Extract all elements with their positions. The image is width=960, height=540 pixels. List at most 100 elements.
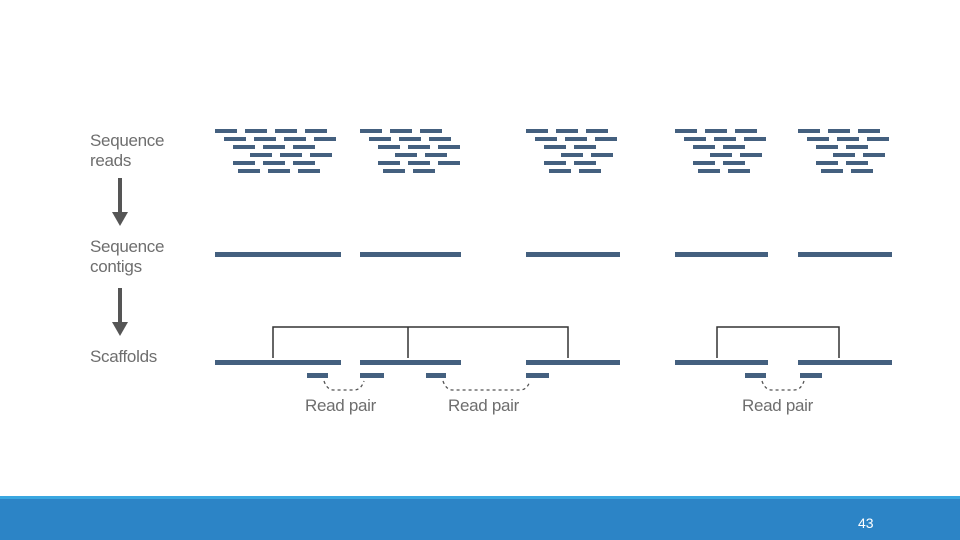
sequence-read <box>828 129 850 133</box>
label-scaffolds: Scaffolds <box>90 347 157 366</box>
sequence-read <box>408 145 430 149</box>
sequence-contig <box>215 252 341 257</box>
sequence-read <box>293 145 315 149</box>
sequence-read <box>408 161 430 165</box>
read-pair-label-3: Read pair <box>742 396 814 415</box>
sequence-read <box>821 169 843 173</box>
sequence-read <box>693 161 715 165</box>
sequence-read <box>740 153 762 157</box>
sequence-read <box>413 169 435 173</box>
sequence-read <box>591 153 613 157</box>
sequence-read <box>438 161 460 165</box>
sequence-read <box>544 161 566 165</box>
sequence-read <box>846 145 868 149</box>
sequence-read <box>858 129 880 133</box>
read-pair-label-2: Read pair <box>448 396 520 415</box>
sequence-read <box>867 137 889 141</box>
read-pair-mate <box>745 373 766 378</box>
read-pair-link <box>761 380 805 391</box>
sequence-read <box>684 137 706 141</box>
sequence-read <box>705 129 727 133</box>
sequence-read <box>851 169 873 173</box>
sequence-read <box>383 169 405 173</box>
read-pair-mate <box>360 373 384 378</box>
sequence-read <box>846 161 868 165</box>
scaffold-bracket <box>716 326 840 358</box>
sequence-read <box>816 145 838 149</box>
sequence-read <box>429 137 451 141</box>
sequence-read <box>744 137 766 141</box>
sequence-read <box>250 153 272 157</box>
sequence-read <box>425 153 447 157</box>
sequence-read <box>586 129 608 133</box>
sequence-read <box>816 161 838 165</box>
sequence-read <box>360 129 382 133</box>
sequence-read <box>298 169 320 173</box>
sequence-read <box>574 145 596 149</box>
down-arrow-head <box>112 322 128 336</box>
sequence-read <box>833 153 855 157</box>
sequence-read <box>284 137 306 141</box>
label-sequence-reads: Sequence reads <box>90 131 165 170</box>
sequence-read <box>579 169 601 173</box>
sequence-read <box>390 129 412 133</box>
sequence-read <box>565 137 587 141</box>
sequence-read <box>728 169 750 173</box>
sequence-read <box>293 161 315 165</box>
read-pair-mate <box>800 373 822 378</box>
sequence-read <box>399 137 421 141</box>
read-pair-link <box>442 380 531 391</box>
scaffold-contig <box>215 360 341 365</box>
sequence-read <box>280 153 302 157</box>
sequence-read <box>714 137 736 141</box>
sequence-read <box>224 137 246 141</box>
sequence-read <box>556 129 578 133</box>
read-pair-link <box>323 380 365 391</box>
scaffold-bracket <box>272 326 569 358</box>
sequence-read <box>735 129 757 133</box>
sequence-contig <box>675 252 768 257</box>
sequence-read <box>675 129 697 133</box>
read-pair-mate <box>307 373 328 378</box>
sequence-read <box>254 137 276 141</box>
sequence-read <box>438 145 460 149</box>
sequence-read <box>238 169 260 173</box>
sequence-read <box>710 153 732 157</box>
sequence-read <box>395 153 417 157</box>
sequence-read <box>693 145 715 149</box>
sequence-read <box>535 137 557 141</box>
sequence-read <box>526 129 548 133</box>
read-pair-label-1: Read pair <box>305 396 377 415</box>
sequence-read <box>263 161 285 165</box>
sequence-read <box>595 137 617 141</box>
page-number: 43 <box>858 515 874 531</box>
sequence-read <box>369 137 391 141</box>
footer-bar <box>0 496 960 540</box>
read-pair-mate <box>426 373 446 378</box>
sequence-read <box>314 137 336 141</box>
sequence-contig <box>798 252 892 257</box>
label-sequence-contigs: Sequence contigs <box>90 237 165 276</box>
sequence-read <box>268 169 290 173</box>
sequence-read <box>305 129 327 133</box>
sequence-read <box>723 161 745 165</box>
sequence-contig <box>526 252 620 257</box>
sequence-read <box>723 145 745 149</box>
sequence-read <box>549 169 571 173</box>
sequence-read <box>863 153 885 157</box>
sequence-read <box>263 145 285 149</box>
sequence-read <box>574 161 596 165</box>
sequence-read <box>420 129 442 133</box>
sequence-read <box>215 129 237 133</box>
scaffold-contig <box>360 360 461 365</box>
sequence-read <box>798 129 820 133</box>
assembly-diagram <box>112 129 892 391</box>
down-arrow-head <box>112 212 128 226</box>
sequence-read <box>544 145 566 149</box>
sequence-contig <box>360 252 461 257</box>
sequence-read <box>807 137 829 141</box>
scaffold-contig <box>526 360 620 365</box>
scaffold-contig <box>675 360 768 365</box>
sequence-read <box>275 129 297 133</box>
sequence-read <box>378 145 400 149</box>
